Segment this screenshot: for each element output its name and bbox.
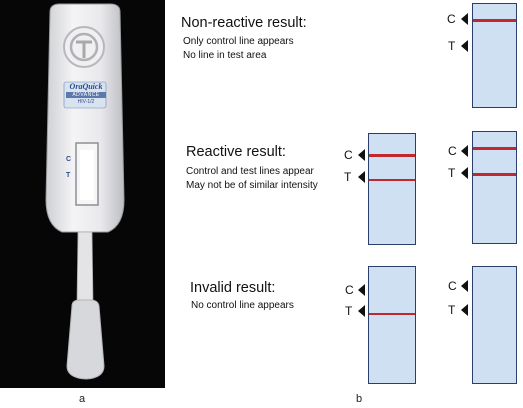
control-line	[369, 154, 415, 157]
marker-t: T	[448, 303, 456, 317]
marker-t-pointer-icon	[461, 304, 468, 316]
non-reactive-heading: Non-reactive result:	[181, 15, 307, 31]
reactive-desc-2: May not be of similar intensity	[186, 180, 318, 191]
logo-emblem	[63, 26, 105, 68]
test-device-illustration	[45, 3, 125, 380]
invalid-heading: Invalid result:	[190, 280, 276, 296]
reactive-desc-1: Control and test lines appear	[186, 166, 314, 177]
reactive-heading: Reactive result:	[186, 144, 286, 160]
marker-c: C	[344, 148, 353, 162]
marker-c-pointer-icon	[461, 280, 468, 292]
panel-label-a: a	[79, 393, 86, 405]
test-device-photo: OraQuick ADVANCE HIV-1/2 C T	[0, 0, 165, 388]
non-reactive-desc-2: No line in test area	[183, 50, 267, 61]
device-model: ADVANCE	[66, 92, 106, 98]
marker-c-pointer-icon	[358, 149, 365, 161]
marker-c: C	[345, 283, 354, 297]
device-t-mark: T	[66, 172, 71, 179]
test-line	[473, 173, 516, 176]
device-hiv-label: HIV-1/2	[77, 99, 95, 105]
non-reactive-desc-1: Only control line appears	[183, 36, 294, 47]
marker-c-pointer-icon	[358, 284, 365, 296]
strip-reactive-faint	[472, 131, 517, 244]
device-c-mark: C	[66, 156, 72, 163]
marker-c: C	[448, 279, 457, 293]
device-brand: OraQuick	[69, 82, 103, 91]
marker-t-pointer-icon	[358, 171, 365, 183]
test-line	[369, 313, 415, 315]
collection-pad	[66, 299, 105, 380]
test-line	[369, 179, 415, 181]
marker-c-pointer-icon	[461, 145, 468, 157]
marker-t: T	[448, 166, 456, 180]
strip-reactive-equal	[368, 133, 416, 245]
marker-t: T	[344, 170, 352, 184]
invalid-desc-1: No control line appears	[191, 300, 294, 311]
control-line	[473, 147, 516, 150]
marker-t-pointer-icon	[358, 305, 365, 317]
marker-t: T	[448, 39, 456, 53]
marker-c: C	[448, 144, 457, 158]
strip-invalid-no-lines	[472, 266, 517, 384]
strip-invalid-test-only	[368, 266, 416, 384]
marker-c-pointer-icon	[461, 13, 468, 25]
marker-c: C	[447, 12, 456, 26]
panel-label-b: b	[356, 393, 363, 405]
marker-t-pointer-icon	[461, 40, 468, 52]
marker-t: T	[345, 304, 353, 318]
control-line	[473, 19, 516, 22]
strip-non-reactive	[472, 3, 517, 108]
marker-t-pointer-icon	[461, 167, 468, 179]
